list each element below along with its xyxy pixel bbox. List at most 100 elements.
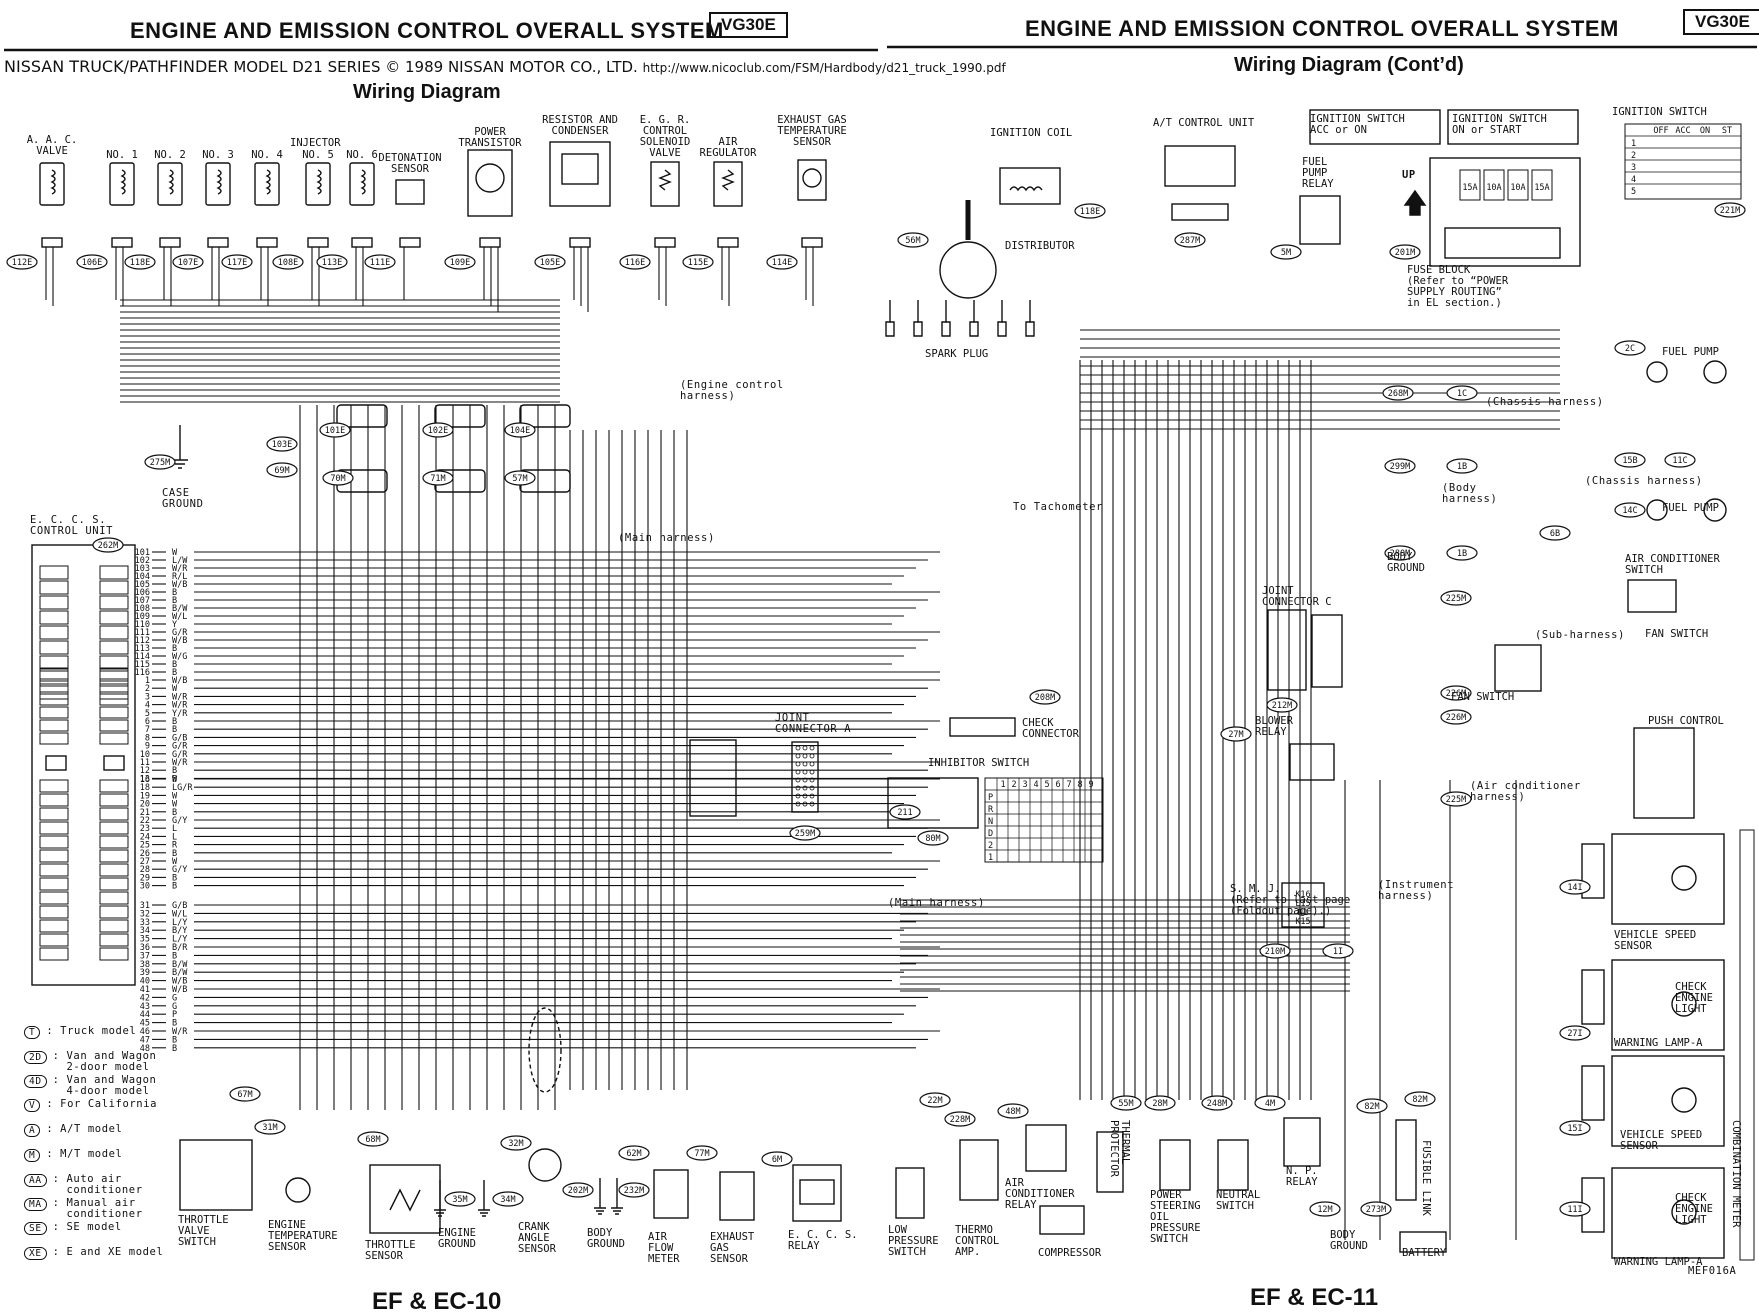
coil-icon — [360, 169, 366, 195]
ignition-switch-acc-box — [1309, 109, 1441, 145]
connector-tag-text: 62M — [626, 1149, 641, 1159]
to-tachometer-label: To Tachometer — [1013, 501, 1103, 513]
ecu-pin-number: 34 — [140, 926, 150, 936]
eccs-relay-coil — [799, 1179, 835, 1205]
connector-tag-text: 82M — [1364, 1102, 1379, 1112]
fan-switch-sub — [1494, 644, 1542, 692]
ecu-pin-wire-color: W/B — [172, 985, 187, 995]
connector-tag-text: 22M — [927, 1096, 942, 1106]
ecu-pin-cell — [99, 640, 129, 655]
blower-relay — [1289, 743, 1335, 781]
credit-url[interactable]: http://www.nicoclub.com/FSM/Hardbody/d21… — [642, 61, 1006, 75]
case-ground-symbol — [172, 425, 188, 469]
right-component-label-7: IGNITION SWITCH — [1612, 106, 1707, 118]
condenser-icon — [561, 153, 599, 185]
connector-62M: 62M — [618, 1145, 650, 1161]
inhibitor-row-header: 1 — [988, 853, 993, 863]
ecu-pin-cell — [99, 821, 129, 835]
right-component-label-12: AIR CONDITIONER SWITCH — [1625, 553, 1720, 576]
ecu-pin-wire-color: B — [172, 725, 177, 735]
main-harness-label-2: (Main harness) — [888, 897, 985, 909]
ignition-row-header: 3 — [1631, 163, 1636, 173]
connector-tag-text: 1I — [1333, 947, 1343, 957]
connector-34M: 34M — [492, 1191, 524, 1207]
bottom-right-label-6: NEUTRAL SWITCH — [1216, 1189, 1261, 1212]
connector-280M: 280M — [1384, 545, 1416, 561]
connector-no3: 107E — [172, 254, 204, 270]
joint-pin — [802, 761, 808, 767]
joint-pin — [809, 761, 815, 767]
ecu-pin-number: 13 — [140, 774, 150, 784]
joint-pin — [802, 753, 808, 759]
component-no5 — [305, 162, 331, 248]
np-relay — [1283, 1117, 1321, 1167]
bottom-right-label-3: COMPRESSOR — [1038, 1247, 1102, 1259]
ecu-pin-wire-color: B — [172, 808, 177, 818]
ecu-pin-cell — [39, 905, 69, 919]
connector-body — [654, 237, 676, 248]
joint-pin — [802, 785, 808, 791]
thermo-control-amp — [959, 1139, 999, 1201]
joint-pin — [795, 769, 801, 775]
joint-pin — [809, 769, 815, 775]
connector-tag-outline — [1614, 452, 1646, 468]
component-no6 — [349, 162, 375, 248]
connector-11C: 11C — [1664, 452, 1696, 468]
right-component-label-9: FUEL PUMP — [1662, 346, 1719, 358]
combination-meter-section-0 — [1611, 833, 1725, 925]
ecu-pin-cell — [39, 670, 69, 685]
legend-item: 2D: Van and Wagon 2-door model — [24, 1051, 156, 1073]
connector-tag-text: 1B — [1457, 549, 1467, 559]
connector-tag-outline — [1110, 1095, 1142, 1111]
component-body — [713, 161, 743, 207]
ecu-pin-number: 42 — [140, 993, 150, 1003]
at-control-connector — [1171, 203, 1229, 221]
connector-egr: 116E — [619, 254, 651, 270]
ecu-pin-wire-color: W/R — [172, 1027, 188, 1037]
joint-pin — [802, 801, 808, 807]
component-label-no1: NO. 1 — [106, 149, 138, 161]
connector-tag-outline — [1440, 685, 1472, 701]
ecu-pin-number: 27 — [140, 857, 150, 867]
joint-pin — [809, 745, 815, 751]
legend-symbol: AA — [24, 1174, 47, 1187]
combination-meter-gauge-2 — [1671, 1087, 1697, 1113]
connector-tag-text: 201M — [1395, 248, 1415, 258]
legend-item: T: Truck model — [24, 1026, 136, 1039]
fuse-rating: 10A — [1486, 183, 1501, 193]
ecu-pin-number: 31 — [140, 901, 150, 911]
joint-pin — [809, 801, 815, 807]
ecu-pin-number: 28 — [140, 865, 150, 875]
connector-tag-text: 12M — [1317, 1205, 1332, 1215]
injector-group-label: INJECTOR — [290, 137, 341, 149]
spark-plug — [913, 300, 923, 337]
coil-icon — [216, 169, 222, 195]
ecu-pin-cell — [99, 680, 129, 693]
bottom-left-label-3: ENGINE GROUND — [438, 1227, 476, 1250]
connector-tag-outline — [1614, 340, 1646, 356]
right-component-label-16: JOINT CONNECTOR C — [1262, 585, 1332, 608]
connector-259M: 259M — [789, 825, 821, 841]
connector-tag-outline — [1440, 791, 1472, 807]
ecu-pin-cell — [39, 693, 69, 706]
legend-symbol: XE — [24, 1247, 47, 1260]
ecu-pin-number: 106 — [135, 588, 150, 598]
connector-275M: 275M — [144, 454, 176, 470]
inhibitor-col-header: 2 — [1011, 780, 1016, 790]
component-label-res: RESISTOR AND CONDENSER — [542, 114, 618, 137]
connector-tag-outline — [1384, 545, 1416, 561]
fuse-cell — [1459, 169, 1481, 201]
ecu-pin-cell — [99, 565, 129, 580]
component-exh — [797, 159, 827, 248]
ecu-pin-wire-color: W — [172, 800, 178, 810]
main-harness-label-1: (Main harness) — [618, 532, 715, 544]
ecu-pin-number: 32 — [140, 909, 150, 919]
connector-tag-text: 109E — [450, 258, 470, 268]
right-component-label-19: INHIBITOR SWITCH — [928, 757, 1030, 769]
component-body — [254, 162, 280, 206]
connector-tag-text: 34M — [500, 1195, 515, 1205]
connector-tag-text: 212M — [1272, 701, 1292, 711]
connector-tag-text: 202M — [568, 1186, 588, 1196]
right-component-label-11: BODY GROUND — [1387, 551, 1425, 574]
